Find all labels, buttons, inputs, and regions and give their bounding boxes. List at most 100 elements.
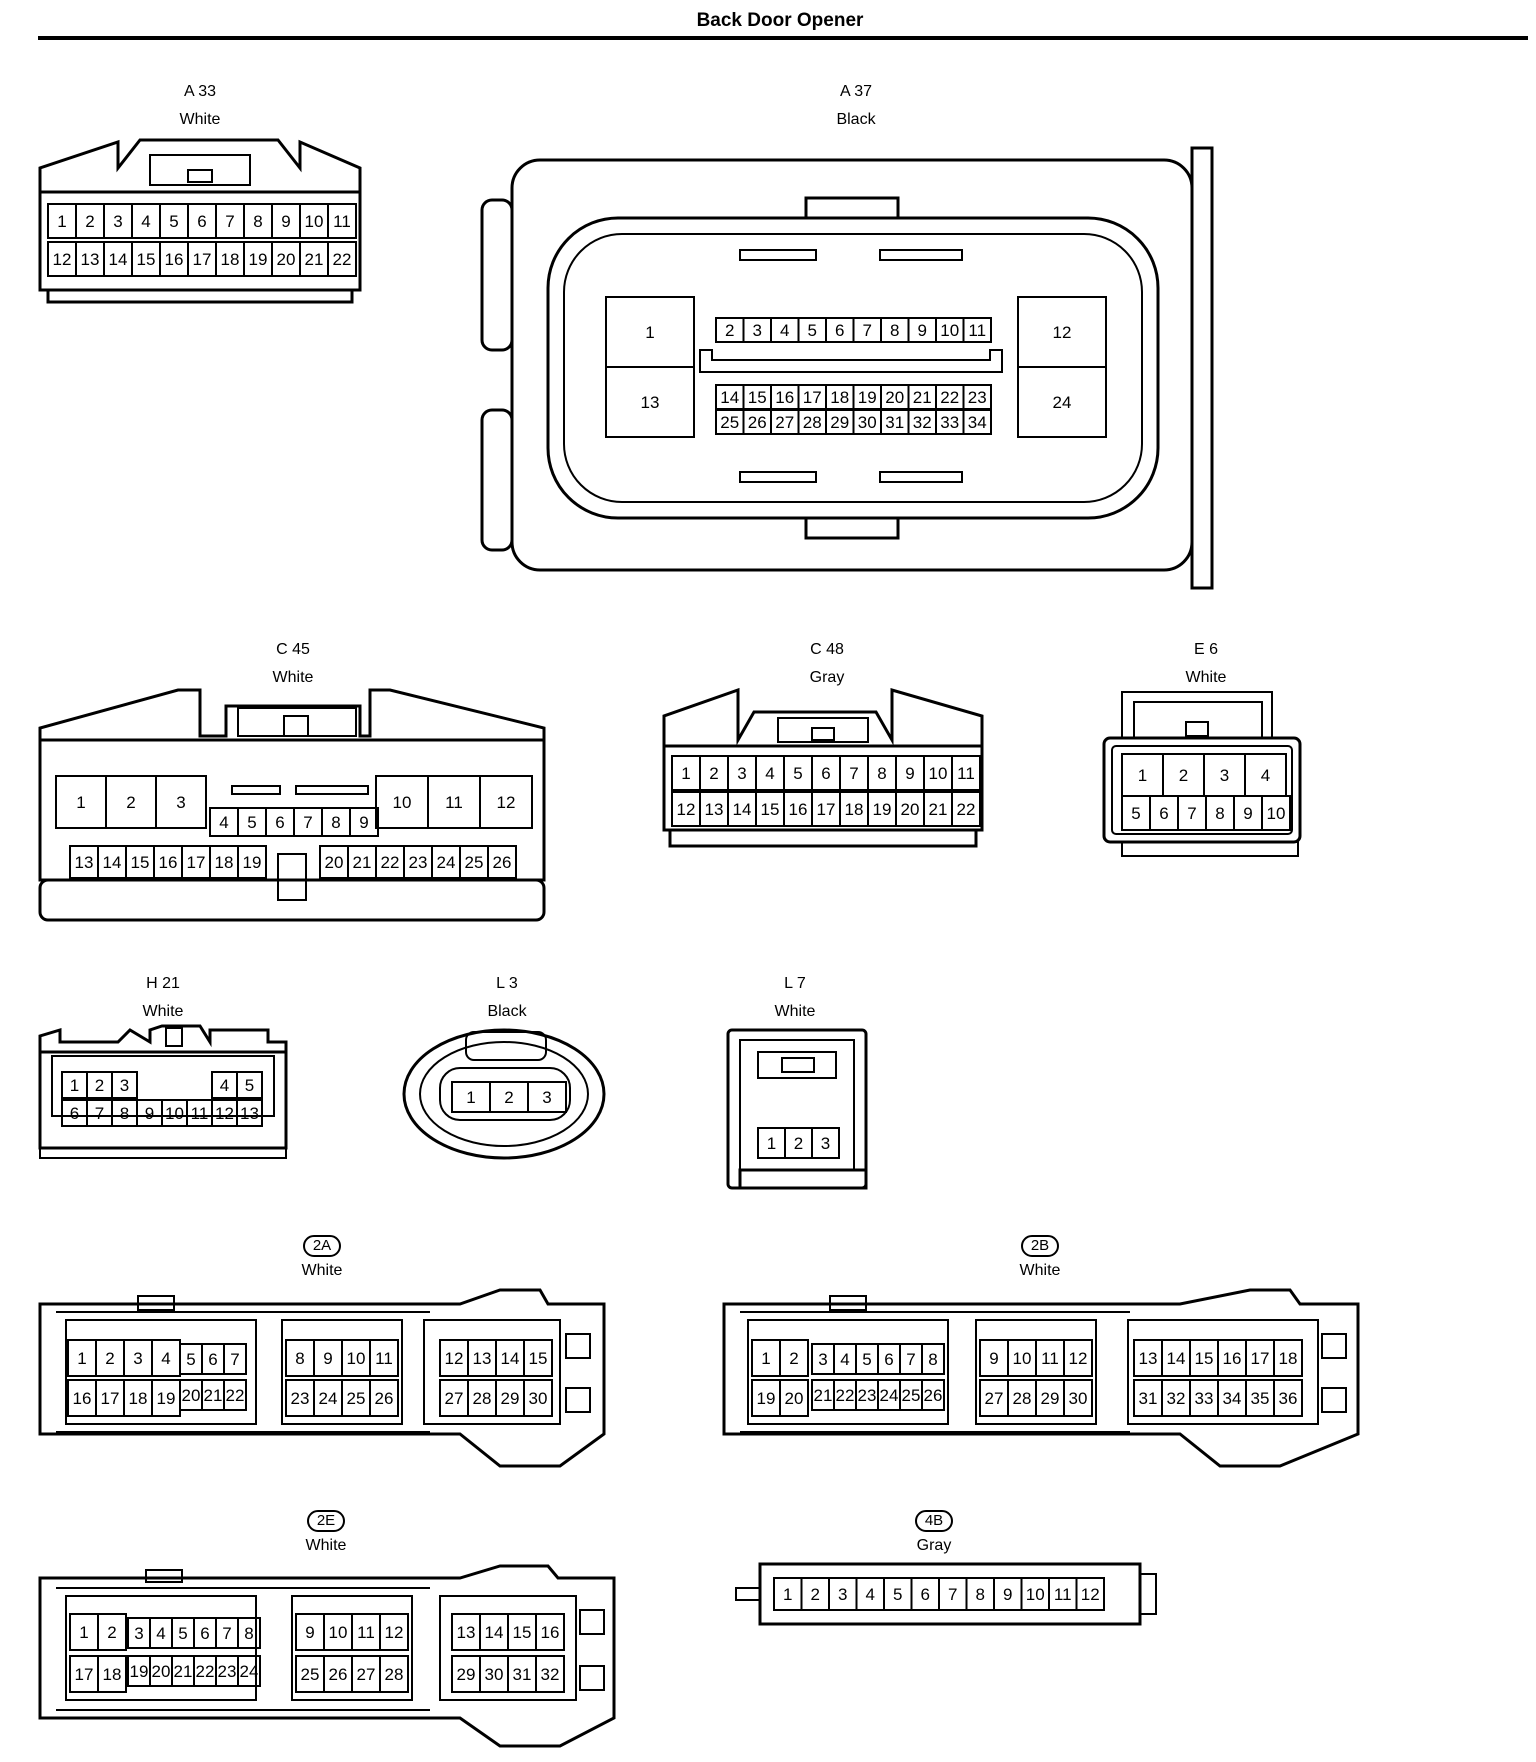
pin-a33-4: 4	[131, 203, 161, 239]
pin-a37-34: 34	[962, 409, 992, 435]
svg-text:13: 13	[473, 1349, 492, 1368]
pin-j2a-12: 12	[439, 1339, 469, 1377]
pin-j2a-19: 19	[151, 1379, 181, 1417]
pin-j2a-1: 1	[67, 1339, 97, 1377]
pin-j2e-27: 27	[351, 1655, 381, 1693]
svg-text:10: 10	[929, 764, 948, 783]
pin-a37-10: 10	[935, 317, 965, 343]
pin-a33-1: 1	[47, 203, 77, 239]
svg-text:6: 6	[197, 212, 206, 231]
svg-text:30: 30	[485, 1665, 504, 1684]
pin-j2a-6: 6	[201, 1343, 225, 1375]
svg-text:2: 2	[105, 1349, 114, 1368]
pin-j2e-5: 5	[171, 1617, 195, 1649]
svg-text:9: 9	[305, 1623, 314, 1642]
pin-a37-21: 21	[907, 384, 937, 410]
svg-text:1: 1	[783, 1585, 792, 1604]
svg-text:8: 8	[928, 1350, 937, 1369]
svg-text:24: 24	[240, 1662, 259, 1681]
pin-e6-2: 2	[1162, 753, 1205, 797]
svg-text:3: 3	[176, 793, 185, 812]
svg-text:4: 4	[220, 1076, 229, 1095]
pin-c48-5: 5	[783, 755, 813, 791]
pin-c45-17: 17	[181, 845, 211, 879]
pin-c48-22: 22	[951, 791, 981, 827]
pin-j2b-9: 9	[979, 1339, 1009, 1377]
svg-text:12: 12	[1081, 1585, 1100, 1604]
pin-e6-10: 10	[1261, 795, 1291, 831]
pin-j4b-2: 2	[800, 1577, 830, 1611]
svg-text:9: 9	[989, 1349, 998, 1368]
pin-j2b-8: 8	[921, 1343, 945, 1375]
pin-j2b-28: 28	[1007, 1379, 1037, 1417]
svg-text:4: 4	[780, 321, 789, 340]
svg-text:26: 26	[748, 413, 767, 432]
pin-j2e-23: 23	[215, 1655, 239, 1687]
svg-text:2: 2	[725, 321, 734, 340]
svg-text:14: 14	[720, 388, 739, 407]
pin-j2b-24: 24	[877, 1379, 901, 1411]
pin-h21-2: 2	[86, 1071, 113, 1099]
pin-c45-6: 6	[265, 807, 295, 837]
pin-a33-16: 16	[159, 241, 189, 277]
pin-c48-7: 7	[839, 755, 869, 791]
pin-j2a-9: 9	[313, 1339, 343, 1377]
pin-c48-15: 15	[755, 791, 785, 827]
svg-text:17: 17	[193, 250, 212, 269]
pin-a33-11: 11	[327, 203, 357, 239]
svg-text:2: 2	[811, 1585, 820, 1604]
svg-text:2: 2	[126, 793, 135, 812]
svg-text:21: 21	[929, 800, 948, 819]
pin-j2a-11: 11	[369, 1339, 399, 1377]
connector-label-l7: L 7 White	[715, 970, 875, 1026]
pin-c48-6: 6	[811, 755, 841, 791]
svg-text:17: 17	[817, 800, 836, 819]
connector-color: Black	[487, 1003, 527, 1020]
pin-c45-22: 22	[375, 845, 405, 879]
svg-text:12: 12	[497, 793, 516, 812]
pin-c48-18: 18	[839, 791, 869, 827]
pin-a37-16: 16	[770, 384, 800, 410]
pin-a37-18: 18	[825, 384, 855, 410]
svg-text:19: 19	[243, 853, 262, 872]
svg-text:20: 20	[277, 250, 296, 269]
svg-text:20: 20	[785, 1389, 804, 1408]
svg-text:1: 1	[57, 212, 66, 231]
pin-j2e-22: 22	[193, 1655, 217, 1687]
pin-j2b-21: 21	[811, 1379, 835, 1411]
svg-text:14: 14	[501, 1349, 520, 1368]
pin-j2b-19: 19	[751, 1379, 781, 1417]
svg-text:11: 11	[968, 321, 986, 340]
svg-text:10: 10	[165, 1104, 184, 1123]
svg-text:17: 17	[187, 853, 206, 872]
svg-text:4: 4	[840, 1350, 849, 1369]
pin-j2b-20: 20	[779, 1379, 809, 1417]
svg-text:11: 11	[333, 212, 351, 231]
junction-code-badge: 2B	[1020, 1235, 1060, 1257]
svg-text:12: 12	[1069, 1349, 1088, 1368]
pin-h21-1: 1	[61, 1071, 88, 1099]
pin-c48-20: 20	[895, 791, 925, 827]
pin-a37-5: 5	[797, 317, 827, 343]
pin-j2a-28: 28	[467, 1379, 497, 1417]
connector-l7-housing	[726, 1028, 868, 1190]
pin-j2a-16: 16	[67, 1379, 97, 1417]
svg-text:24: 24	[880, 1386, 899, 1405]
pin-j2b-3: 3	[811, 1343, 835, 1375]
pin-a33-21: 21	[299, 241, 329, 277]
pin-h21-4: 4	[211, 1071, 238, 1099]
pin-a33-5: 5	[159, 203, 189, 239]
pin-j2a-25: 25	[341, 1379, 371, 1417]
pin-j2e-21: 21	[171, 1655, 195, 1687]
svg-text:15: 15	[529, 1349, 548, 1368]
pin-j2e-4: 4	[149, 1617, 173, 1649]
connector-color: White	[1019, 1262, 1061, 1279]
svg-text:19: 19	[130, 1662, 149, 1681]
svg-text:11: 11	[957, 764, 975, 783]
pin-j2e-3: 3	[127, 1617, 151, 1649]
svg-text:14: 14	[109, 250, 128, 269]
svg-text:9: 9	[905, 764, 914, 783]
svg-text:3: 3	[753, 321, 762, 340]
pin-c48-8: 8	[867, 755, 897, 791]
